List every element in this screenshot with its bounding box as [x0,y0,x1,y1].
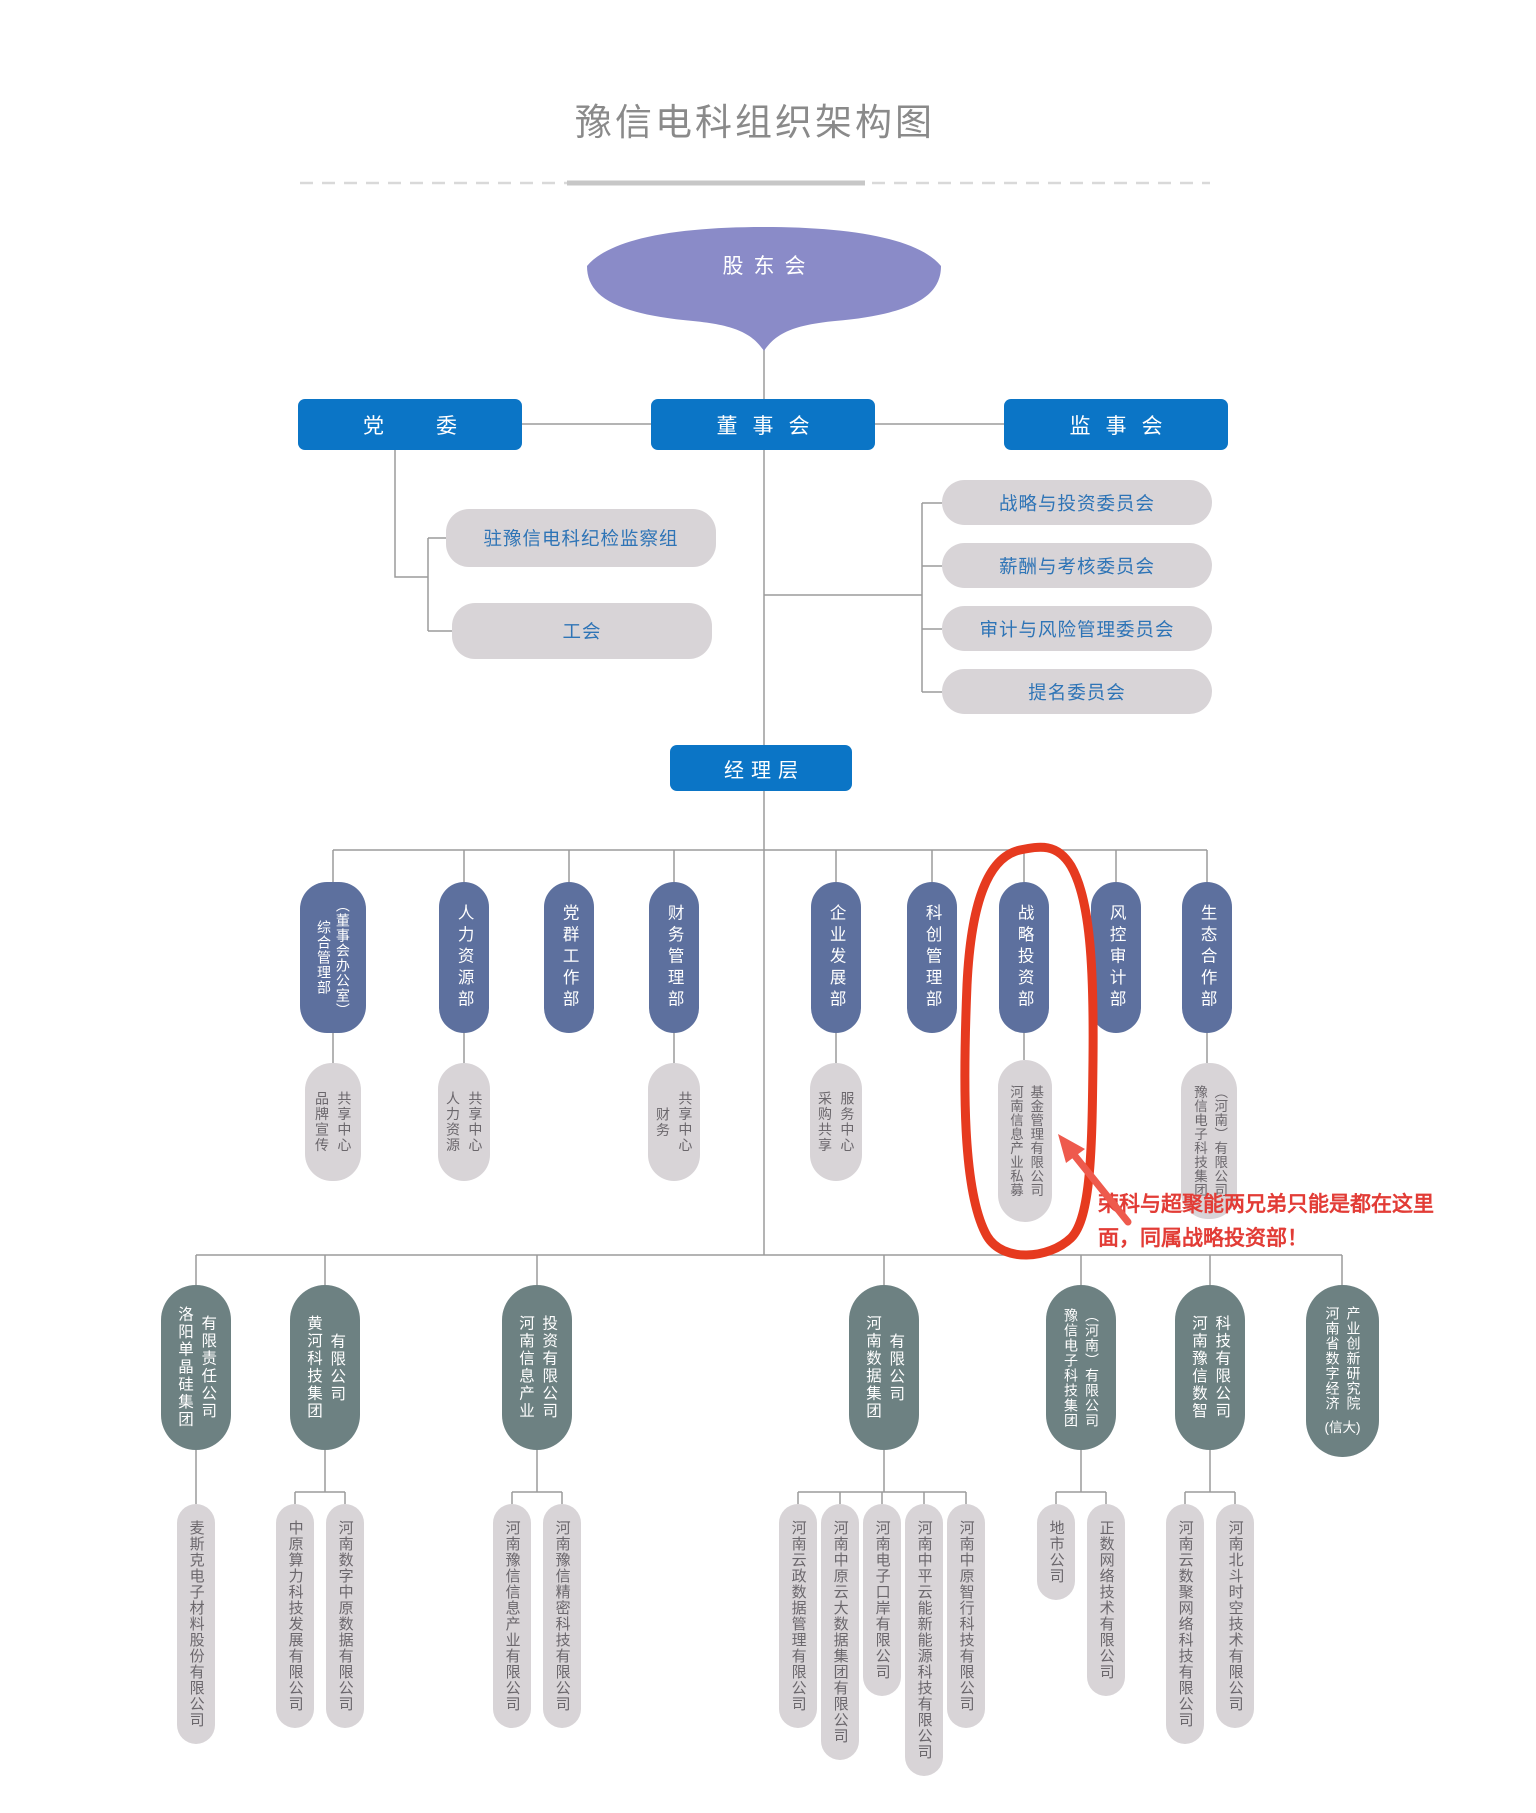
company-zhengshu-network: 正数网络技术有限公司 [1087,1504,1125,1696]
company-zhongyuan-zhixing: 河南中原智行科技有限公司 [947,1504,985,1728]
company-henan-e-port: 河南电子口岸有限公司 [863,1504,901,1696]
center-hr-shared: 人力资源 共享中心 [438,1063,490,1181]
subsidiary-digital-economy-institute: 河南省数字经济 产业创新研究院(信大) [1306,1285,1379,1457]
shareholders-node: 股东会 [722,255,816,278]
center-brand-publicity: 品牌宣传 共享中心 [305,1063,361,1181]
center-finance-shared: 财务 共享中心 [648,1063,700,1181]
dept-enterprise-development: 企业发展部 [811,882,861,1033]
company-yuxin-henan-under-eco: 豫信电子科技集团 （河南）有限公司 [1181,1063,1237,1219]
company-beidou-shikong: 河南北斗时空技术有限公司 [1216,1504,1254,1728]
dept-human-resources: 人力资源部 [439,882,489,1033]
dept-ecological-cooperation: 生态合作部 [1182,882,1232,1033]
committee-compensation-appraisal: 薪酬与考核委员会 [942,543,1212,588]
dept-strategic-investment: 战略投资部 [999,882,1049,1033]
company-fund-management: 河南信息产业私募 基金管理有限公司 [998,1060,1052,1222]
committee-audit-risk: 审计与风险管理委员会 [942,606,1212,651]
subsidiary-luoyang-monocrystalline: 洛阳单晶硅集团 有限责任公司 [161,1285,231,1450]
annotation-line-2: 面，同属战略投资部！ [1098,1226,1308,1250]
company-henan-shuzi-zhongyuan: 河南数字中原数据有限公司 [326,1504,364,1728]
party-committee-node: 党委 [298,399,522,450]
labor-union-node: 工会 [452,603,712,659]
company-prefecture-city: 地市公司 [1037,1504,1075,1600]
committee-nomination: 提名委员会 [942,669,1212,714]
supervisory-board-node: 监事会 [1004,399,1228,450]
shareholders-dome-shape [587,227,941,351]
management-layer-node: 经理层 [670,745,852,791]
discipline-inspection-node: 驻豫信电科纪检监察组 [446,509,716,567]
dept-sci-tech-innovation: 科创管理部 [907,882,957,1033]
dept-finance-management: 财务管理部 [649,882,699,1033]
annotation-line-1: 荣科与超聚能两兄弟只能是都在这里 [1098,1193,1434,1216]
company-yunshuju-network: 河南云数聚网络科技有限公司 [1166,1504,1204,1744]
center-procurement-shared: 采购共享 服务中心 [810,1063,862,1181]
company-zhongping-yunneng: 河南中平云能新能源科技有限公司 [905,1504,943,1776]
subsidiary-yuxin-shuzhi: 河南豫信数智 科技有限公司 [1175,1285,1245,1450]
dept-party-mass-work: 党群工作部 [544,882,594,1033]
subsidiary-huanghe-tech: 黄河科技集团 有限公司 [290,1285,360,1450]
company-mcl-electronic-materials: 麦斯克电子材料股份有限公司 [177,1504,215,1744]
subsidiary-henan-info-industry-investment: 河南信息产业 投资有限公司 [502,1285,572,1450]
company-yunzheng-data: 河南云政数据管理有限公司 [779,1504,817,1728]
annotation-note: 荣科与超聚能两兄弟只能是都在这里 面，同属战略投资部！ [1098,1188,1528,1255]
company-zhongyuan-suanli: 中原算力科技发展有限公司 [276,1504,314,1728]
company-zhongyuan-yunda-data: 河南中原云大数据集团有限公司 [821,1504,859,1760]
subsidiary-yuxin-henan: 豫信电子科技集团 （河南）有限公司 [1046,1285,1116,1450]
annotation-arrow-head [1058,1134,1085,1163]
company-yuxin-precision: 河南豫信精密科技有限公司 [543,1504,581,1728]
page-title: 豫信电科组织架构图 [575,102,935,143]
subsidiary-henan-data-group: 河南数据集团 有限公司 [849,1285,919,1450]
company-yuxin-info-industry: 河南豫信信息产业有限公司 [493,1504,531,1728]
dept-general-management: 综合管理部 （董事会办公室） [300,882,366,1033]
board-node: 董事会 [651,399,875,450]
committee-strategy-investment: 战略与投资委员会 [942,480,1212,525]
dept-risk-control-audit: 风控审计部 [1091,882,1141,1033]
